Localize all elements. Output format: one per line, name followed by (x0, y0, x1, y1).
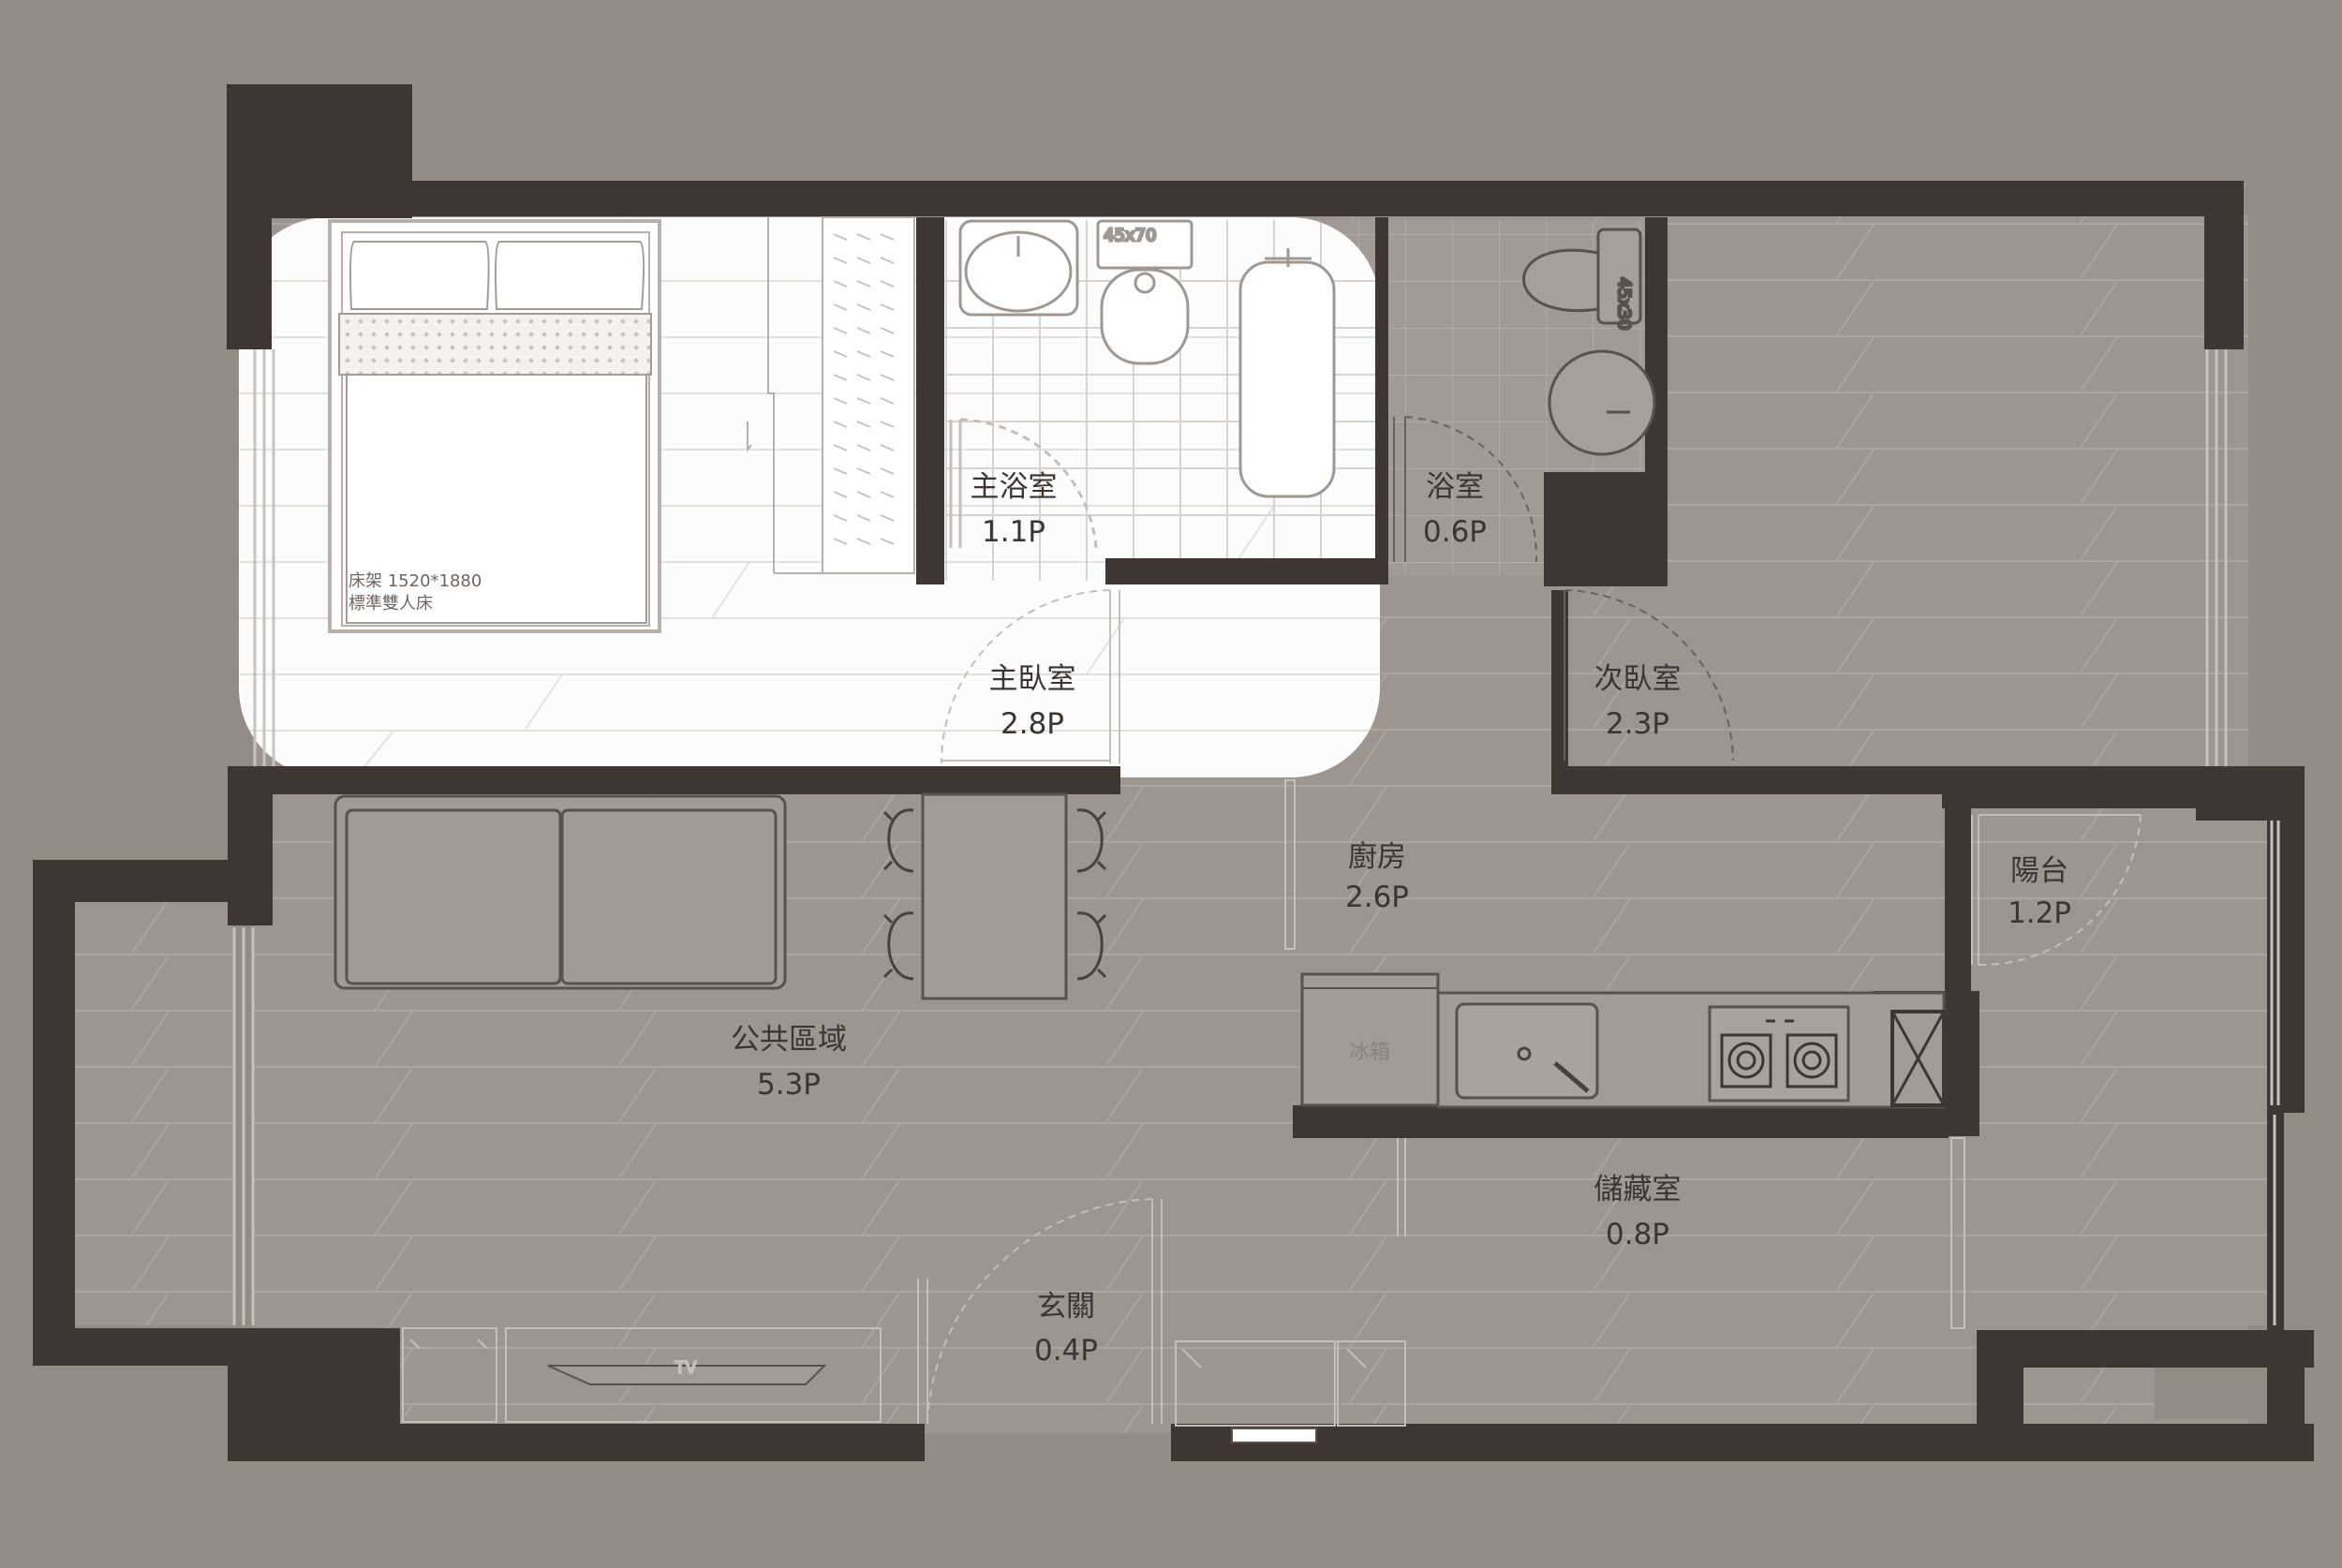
basin-size-label: 45x70 (1104, 226, 1156, 245)
public-area-area: 5.3P (757, 1068, 821, 1102)
bathtub-icon (1238, 260, 1336, 498)
door-swing-icon (941, 589, 1120, 764)
toilet-size-label: 45x30 (1614, 277, 1634, 330)
public-area-name: 公共區域 (731, 1023, 847, 1057)
fridge-icon (1300, 972, 1440, 1107)
sink-icon (1455, 1002, 1599, 1100)
second-bedroom-name: 次臥室 (1594, 662, 1682, 696)
master-bath-area: 1.1P (982, 515, 1045, 549)
second-bedroom-area: 2.3P (1606, 707, 1669, 741)
bathroom-fixtures: 45x30 (1393, 228, 1656, 563)
master-bedroom-name: 主臥室 (989, 662, 1076, 696)
entrance-fixtures: TV (402, 1198, 1163, 1425)
sink-icon (964, 230, 1073, 313)
dining-table-icon (882, 792, 1107, 1000)
storage-fixtures (1175, 1137, 1965, 1443)
kitchen-area: 2.6P (1345, 880, 1409, 914)
entrance-area: 0.4P (1034, 1334, 1098, 1368)
bed-type-label: 標準雙人床 (348, 594, 433, 614)
door-swing-icon (1971, 814, 2142, 967)
bathroom-name: 浴室 (1426, 470, 1484, 504)
bathroom-area: 0.6P (1423, 515, 1487, 549)
balcony-name: 陽台 (2010, 854, 2068, 888)
master-bath-name: 主浴室 (971, 470, 1058, 504)
walls (33, 84, 2314, 1461)
toilet-icon (1100, 268, 1190, 365)
balcony-area: 1.2P (2008, 896, 2071, 930)
stove-icon (1708, 1005, 1850, 1102)
master-bedroom-area: 2.8P (1001, 707, 1064, 741)
sofa-icon (334, 794, 787, 990)
kitchen-name: 廚房 (1348, 840, 1406, 874)
entrance-name: 玄關 (1037, 1290, 1095, 1324)
master-bath-fixtures: 45x70 (949, 219, 1336, 549)
fridge-label: 冰箱 (1349, 1041, 1390, 1064)
wardrobe (747, 216, 915, 574)
bed-icon: 床架 1520*1880 標準雙人床 (328, 219, 661, 633)
bed-size-label: 床架 1520*1880 (348, 571, 482, 591)
storage-area: 0.8P (1606, 1218, 1669, 1251)
storage-name: 儲藏室 (1594, 1173, 1682, 1206)
toilet-icon (1522, 248, 1600, 313)
room-labels: 主浴室 1.1P 主臥室 2.8P 浴室 0.6P 次臥室 2.3P 廚房 2.… (731, 470, 2071, 1368)
kitchen-fixtures: 冰箱 (1284, 779, 1946, 1109)
door-swing-icon (1564, 589, 1734, 762)
tv-label: TV (674, 1358, 697, 1378)
sink-icon (1548, 349, 1656, 456)
windows (232, 349, 2280, 1325)
